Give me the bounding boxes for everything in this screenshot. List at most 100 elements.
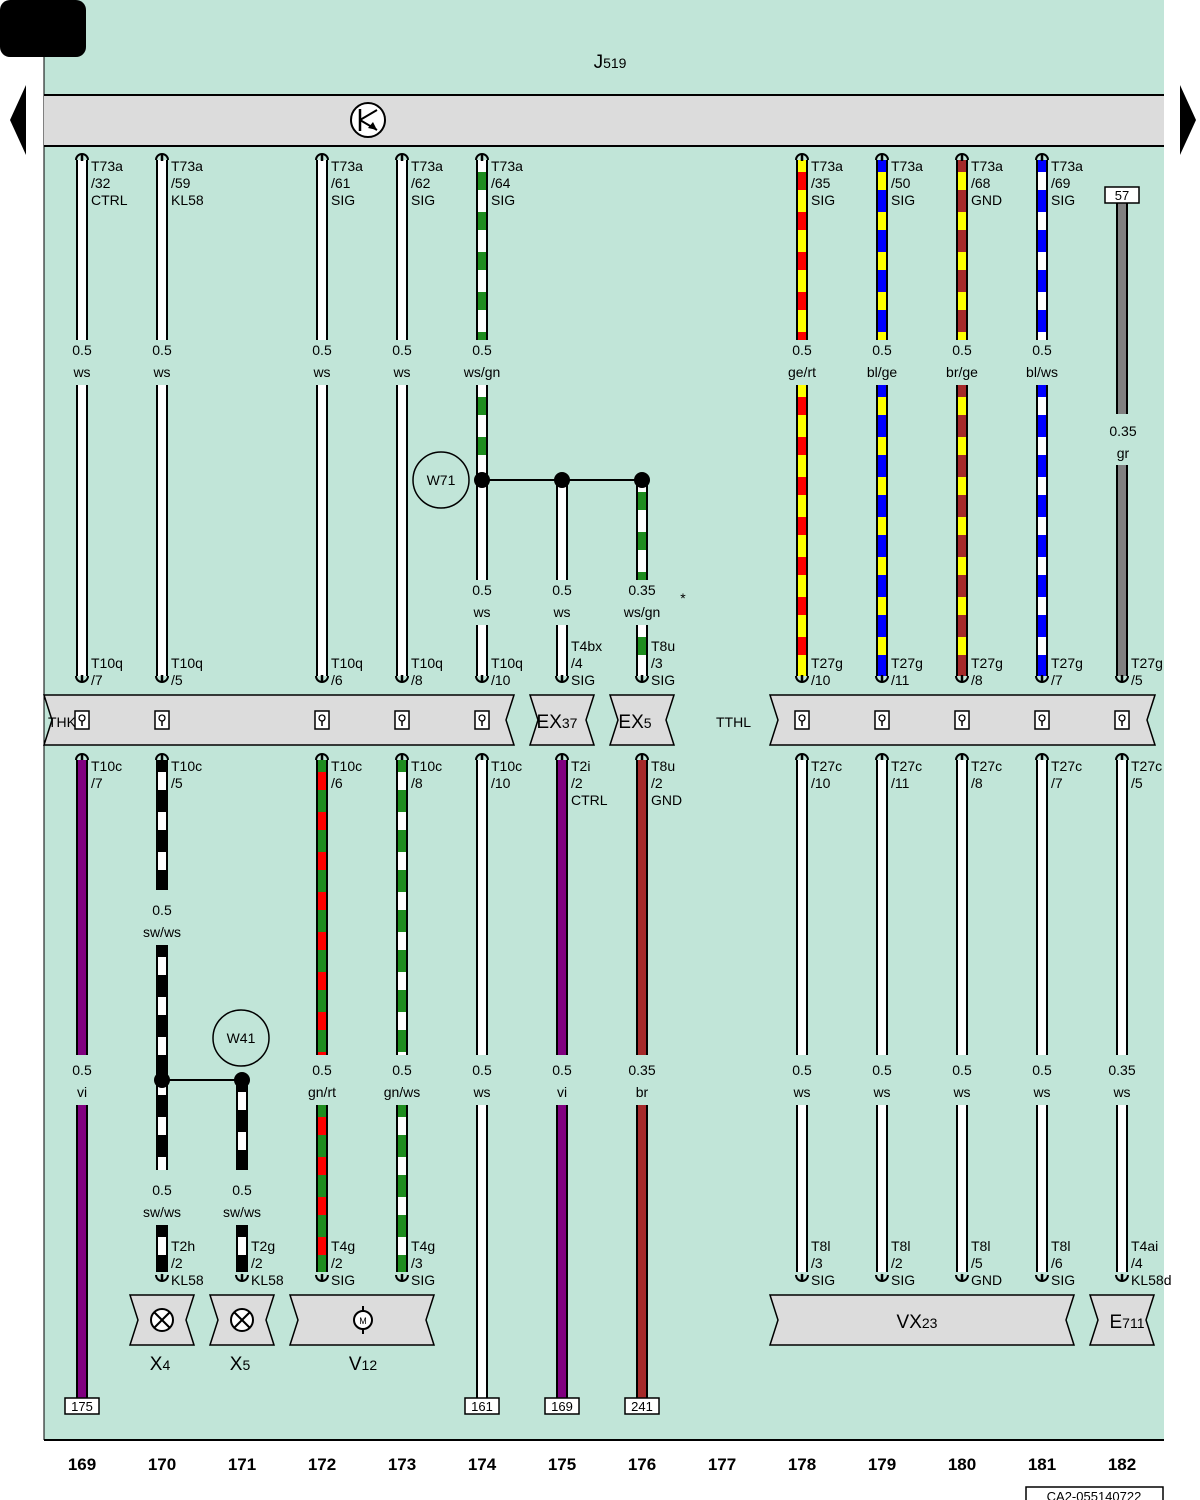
- column-181-conn-top-label: T27g/7: [1051, 655, 1083, 688]
- column-number: 175: [548, 1455, 576, 1474]
- pin-label-line: /6: [331, 672, 343, 688]
- column-174-wire-mid-label: 0.5ws: [472, 582, 492, 620]
- pin-label-line: /8: [411, 775, 423, 791]
- wire-core: [318, 160, 326, 340]
- column-173-wire-bot-label: 0.5gn/ws: [384, 1062, 421, 1100]
- wire-stripe: [318, 772, 326, 790]
- wire-stripe: [318, 1197, 326, 1215]
- wire-stripe: [238, 1092, 246, 1110]
- wire-core: [238, 1080, 246, 1170]
- wire-core: [558, 480, 566, 580]
- pin-label-line: /5: [971, 1255, 983, 1271]
- pin-label-line: T10q: [171, 655, 203, 671]
- pin-terminal-icon: [795, 753, 809, 761]
- pin-label-line: T10q: [91, 655, 123, 671]
- pin-label-line: T27c: [971, 758, 1002, 774]
- wire-size-label: 0.5: [312, 1062, 332, 1078]
- wire-color-label: ws: [392, 364, 410, 380]
- column-169-wire-bot-b: [76, 1105, 88, 1398]
- pin-label-line: T10c: [91, 758, 122, 774]
- splice-node: [154, 1072, 170, 1088]
- wire-stripe: [638, 637, 646, 655]
- wire-stripe: [638, 532, 646, 550]
- column-number: 179: [868, 1455, 896, 1474]
- pin-label-line: KL58: [251, 1272, 284, 1288]
- column-180-conn-bot-label: T27c/8: [971, 758, 1002, 791]
- column-181-wire-bot-b: [1036, 1105, 1048, 1272]
- column-170-wire-bot-c: [156, 1225, 168, 1272]
- wire-core: [318, 385, 326, 676]
- fuse-holder-icon: [474, 710, 490, 730]
- pin-label-line: SIG: [411, 1272, 435, 1288]
- wire-stripe: [878, 397, 886, 415]
- wire-stripe: [318, 932, 326, 950]
- column-number: 170: [148, 1455, 176, 1474]
- column-180-wire-top-b: [956, 385, 968, 676]
- wire-core: [558, 760, 566, 1055]
- wire-size-label: 0.5: [72, 1062, 92, 1078]
- pin-label-line: /61: [331, 175, 351, 191]
- wire-color-label: ws: [1032, 1084, 1050, 1100]
- pin-label-line: T8l: [1051, 1238, 1070, 1254]
- wire-stripe: [1038, 172, 1046, 190]
- wire-color-label: ws: [952, 1084, 970, 1100]
- pin-label-line: /4: [1131, 1255, 1143, 1271]
- column-174-wire-top-b: [476, 385, 488, 480]
- column-171-wire-bot-b: [236, 1225, 248, 1272]
- wire-core: [558, 625, 566, 676]
- splice-w71-circle: [412, 451, 470, 509]
- pin-label-line: KL58: [171, 1272, 204, 1288]
- column-174-wire-bot-label: 0.5ws: [472, 1062, 492, 1100]
- column-172-wire-top-b: [316, 385, 328, 676]
- pin-label-line: /8: [971, 672, 983, 688]
- column-number: 174: [468, 1455, 497, 1474]
- pin-label-line: T27c: [891, 758, 922, 774]
- transistor-collector: [359, 109, 378, 121]
- wire-color-label: sw/ws: [143, 924, 181, 940]
- ref-box-text: 169: [551, 1399, 573, 1414]
- document-id-box: CA2-055140722: [1025, 1486, 1164, 1500]
- pin-label-line: T10q: [491, 655, 523, 671]
- pin-label-line: /32: [91, 175, 111, 191]
- pin-label-line: /5: [171, 672, 183, 688]
- pin-label-line: T27g: [1051, 655, 1083, 671]
- pin-label-line: CTRL: [91, 192, 128, 208]
- splice-node: [234, 1072, 250, 1088]
- fuse-frame: [1034, 710, 1050, 730]
- column-178-wire-top-label: 0.5ge/rt: [788, 342, 816, 380]
- wire-stripe: [318, 852, 326, 870]
- pin-label-line: GND: [651, 792, 682, 808]
- pin-terminal-icon: [1115, 675, 1129, 683]
- wire-stripe: [798, 597, 806, 615]
- column-170-wire-bot2-label: 0.5sw/ws: [143, 1182, 181, 1220]
- column-180-conn-top-label: T27g/8: [971, 655, 1003, 688]
- column-179-conn-bot-label: T27c/11: [891, 758, 922, 791]
- wire-core: [1038, 760, 1046, 1055]
- wire-size-label: 0.5: [872, 1062, 892, 1078]
- column-169-wire-top-label: 0.5ws: [72, 342, 92, 380]
- wire-size-label: 0.35: [1109, 423, 1136, 439]
- wire-stripe: [878, 292, 886, 310]
- column-170-wire-top-b: [156, 385, 168, 676]
- pin-label-line: T73a: [891, 158, 923, 174]
- pin-terminal-icon: [955, 153, 969, 161]
- pin-terminal-icon: [155, 675, 169, 683]
- footnote-marker: *: [680, 590, 686, 606]
- column-181-wire-top-b: [1036, 385, 1048, 676]
- wire-stripe: [318, 972, 326, 990]
- column-180-wire-bot-b: [956, 1105, 968, 1272]
- pin-label-line: /3: [651, 655, 663, 671]
- wire-stripe: [958, 397, 966, 415]
- pin-label-line: T10c: [411, 758, 442, 774]
- wire-stripe: [158, 1117, 166, 1135]
- column-number: 178: [788, 1455, 816, 1474]
- column-182-wire-bot-a: [1116, 760, 1128, 1055]
- wire-size-label: 0.5: [392, 342, 412, 358]
